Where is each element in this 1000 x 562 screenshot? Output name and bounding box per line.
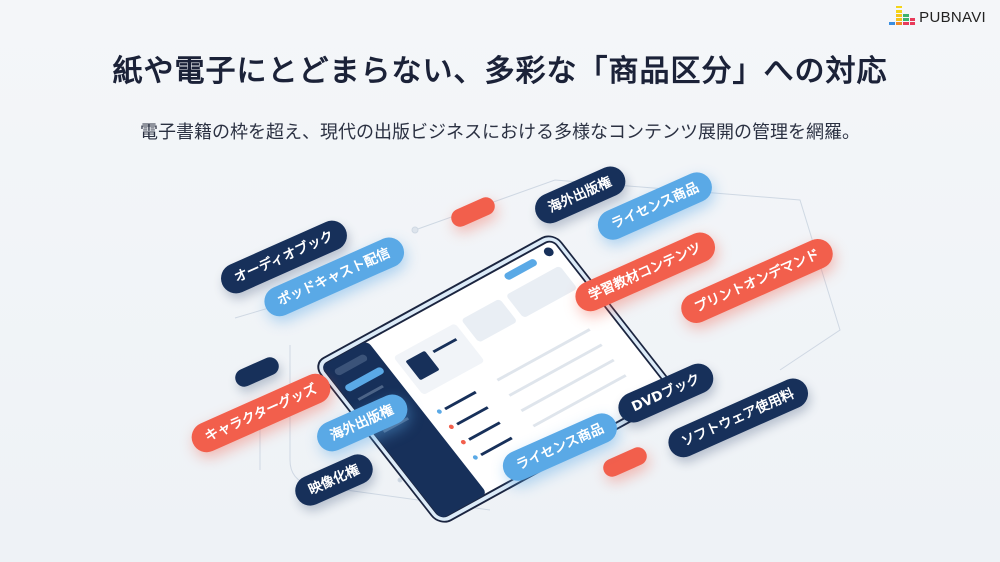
logo-text: PUBNAVI: [919, 8, 986, 26]
page-title: 紙や電子にとどまらない、多彩な「商品区分」への対応: [112, 54, 888, 89]
pubnavi-logo: PUBNAVI: [889, 6, 986, 28]
page-subtitle: 電子書籍の枠を超え、現代の出版ビジネスにおける多様なコンテンツ展開の管理を網羅。: [140, 122, 860, 143]
equalizer-logo-icon: [889, 6, 916, 25]
